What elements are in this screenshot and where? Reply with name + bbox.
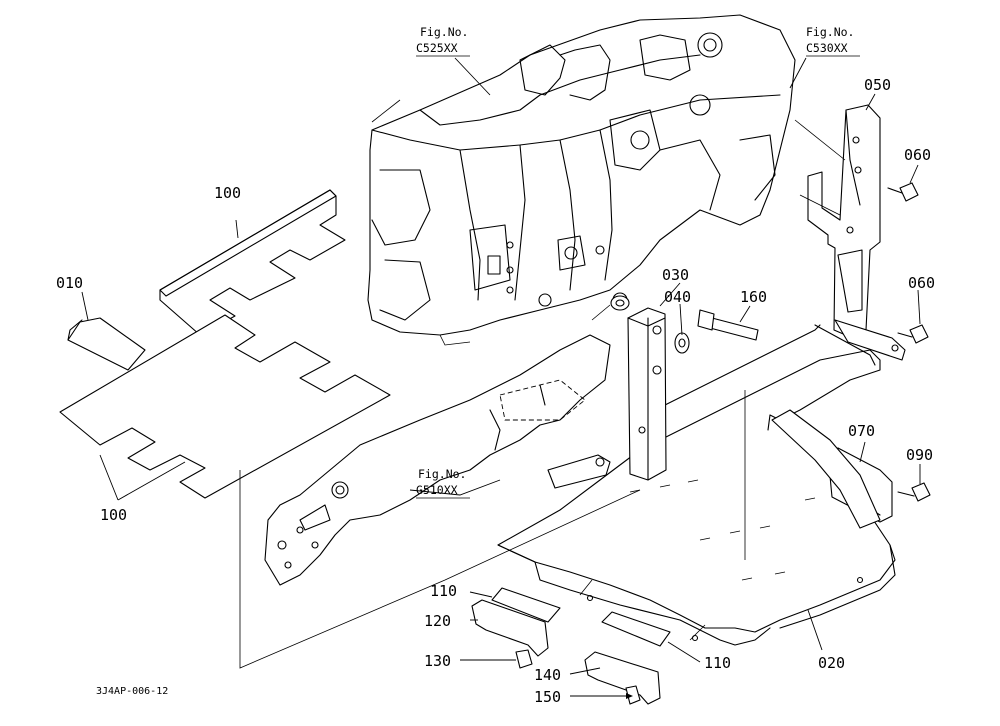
rubber-bracket-120 xyxy=(471,599,549,657)
callout-070: 070 xyxy=(848,422,875,440)
rubber-bracket-140 xyxy=(584,651,661,705)
rubber-pad-110-right xyxy=(601,611,671,647)
screw-150 xyxy=(625,685,641,705)
callout-050: 050 xyxy=(864,76,891,94)
bolt xyxy=(697,309,759,341)
bolt-060-lower xyxy=(897,324,929,344)
callout-030: 030 xyxy=(662,266,689,284)
callout-160: 160 xyxy=(740,288,767,306)
floor-mat-upper xyxy=(159,189,346,336)
callout-040: 040 xyxy=(664,288,691,306)
leader-lines xyxy=(81,57,921,699)
callout-150: 150 xyxy=(534,688,561,706)
callout-100-upper: 100 xyxy=(214,184,241,202)
assembly-lines xyxy=(239,119,846,669)
bolt-090 xyxy=(897,482,931,502)
figure-ref-c525-line2: C525XX xyxy=(416,41,458,55)
transmission-housing xyxy=(367,14,796,346)
screw-130 xyxy=(515,649,533,669)
callout-120: 120 xyxy=(424,612,451,630)
callout-010: 010 xyxy=(56,274,83,292)
figure-ref-c530-line2: C530XX xyxy=(806,41,848,55)
callout-090: 090 xyxy=(906,446,933,464)
part-callouts: 100 010 100 050 060 060 030 040 160 070 … xyxy=(56,76,935,706)
callout-140: 140 xyxy=(534,666,561,684)
figure-ref-g510-line2: G510XX xyxy=(416,483,458,497)
plate-slots xyxy=(629,479,816,581)
callout-110-right: 110 xyxy=(704,654,731,672)
figure-ref-c530: Fig.No. C530XX xyxy=(806,25,860,57)
side-frame xyxy=(264,334,611,586)
callout-060-upper: 060 xyxy=(904,146,931,164)
rubber-pad-110-left xyxy=(491,587,561,623)
callout-060-lower: 060 xyxy=(908,274,935,292)
figure-ref-c525: Fig.No. C525XX xyxy=(416,25,470,57)
figure-ref-c525-line1: Fig.No. xyxy=(420,25,468,39)
side-panel-070 xyxy=(771,409,881,529)
drawing-code: 3J4AP-006-12 xyxy=(96,686,168,697)
support-post xyxy=(547,307,667,489)
bracket xyxy=(807,104,906,361)
callout-130: 130 xyxy=(424,652,451,670)
callout-100-lower: 100 xyxy=(100,506,127,524)
callout-110-left: 110 xyxy=(430,582,457,600)
floor-mat-lower xyxy=(59,314,391,499)
bolt-060-upper xyxy=(887,182,919,202)
figure-ref-c530-line1: Fig.No. xyxy=(806,25,854,39)
floor-mat-pad xyxy=(67,317,146,371)
figure-ref-g510: Fig.No. G510XX xyxy=(416,467,470,499)
washer xyxy=(674,332,690,354)
callout-020: 020 xyxy=(818,654,845,672)
figure-ref-g510-line1: Fig.No. xyxy=(418,467,466,481)
collar xyxy=(610,295,630,311)
